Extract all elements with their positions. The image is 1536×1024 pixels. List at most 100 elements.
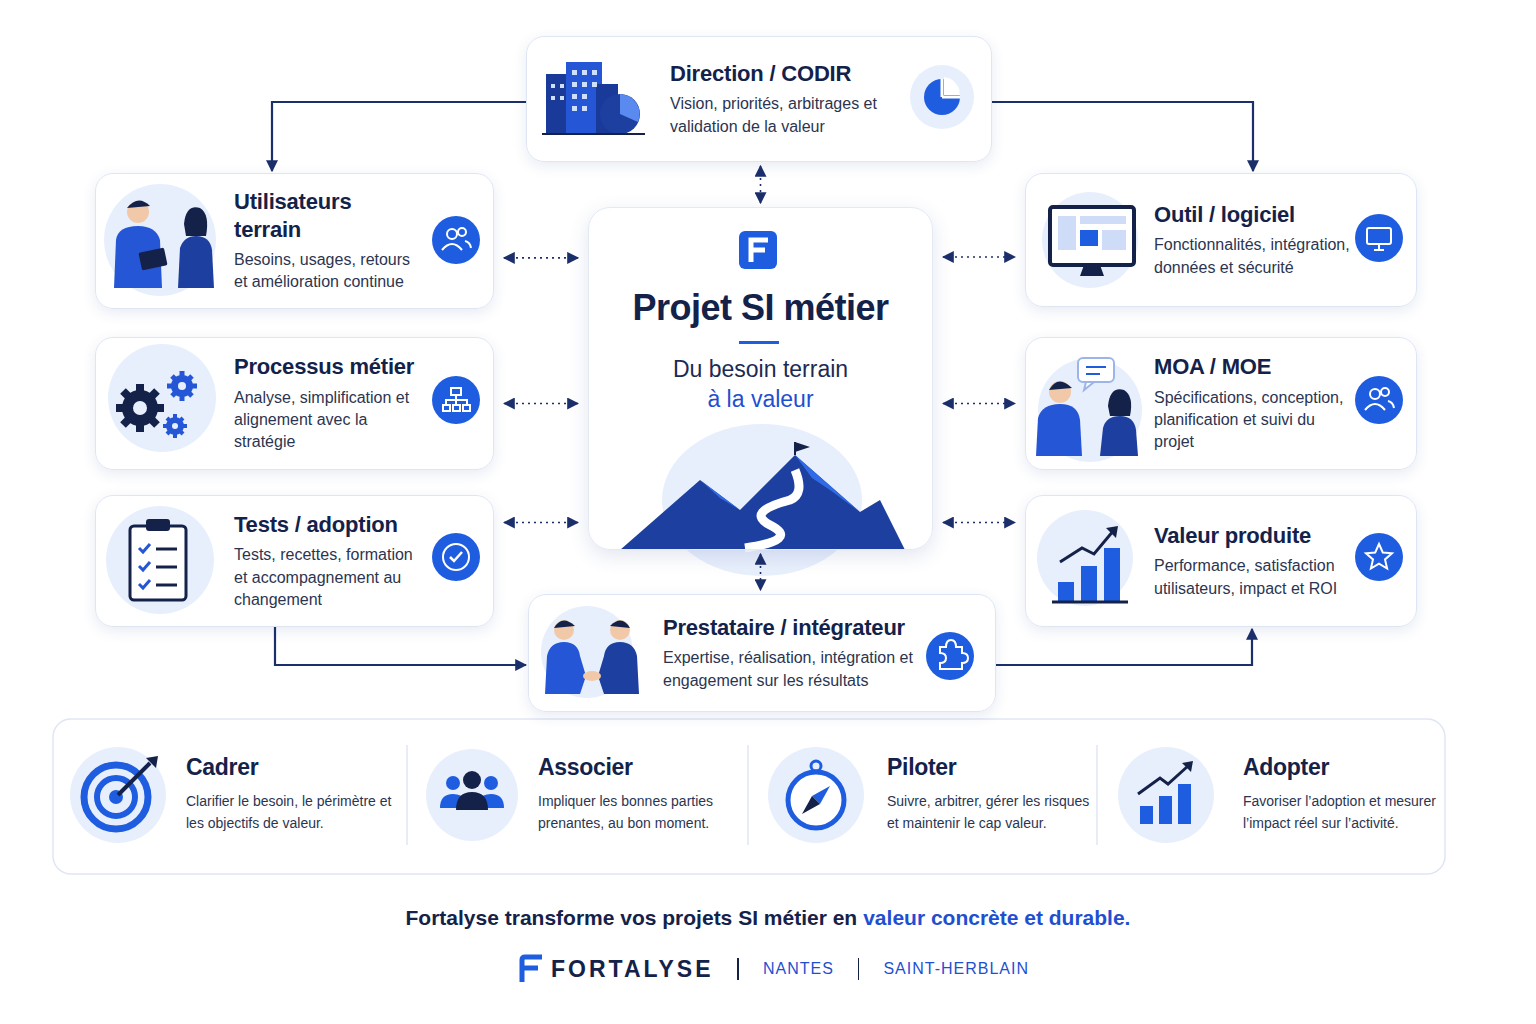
check-badge [432,533,480,581]
node-heading: MOA / MOE [1154,353,1350,381]
node-body: Favoriser l’adoption et mesurer l’impact… [1243,791,1439,834]
node-heading: Piloter [887,754,1093,781]
node-body: Du besoin terrain [673,355,848,385]
handshake-illustration [583,671,601,681]
city-name: SAINT-HERBLAIN [883,960,1029,978]
users-badge [442,244,462,250]
gears-illustration [167,371,197,401]
growth-icon [1159,796,1172,824]
checklist-illustration [130,526,186,600]
growth-chart-illustration [1037,510,1133,606]
growth-chart-illustration [1052,601,1128,604]
growth-chart-illustration [1081,566,1097,602]
monitor-badge [1355,214,1403,262]
handshake-illustration [554,620,574,640]
separator [858,958,860,980]
star-badge [1355,533,1403,581]
org-badge [453,405,460,411]
project-core: Projet SI métierDu besoin terrainà la va… [588,207,933,550]
gears-illustration [108,344,216,452]
band-divider [1096,745,1098,845]
users-illustration [178,236,214,288]
moa-moe-box: MOA / MOESpécifications, conception, pla… [1025,337,1417,470]
users-box: Utilisateurs terrainBesoins, usages, ret… [95,173,494,309]
team-badge [1388,401,1394,408]
gears-illustration [123,391,157,425]
check-badge [432,533,480,581]
building-icon [572,106,577,111]
team-badge [1365,404,1385,410]
band-divider [747,745,749,845]
handshake-illustration [610,620,630,640]
step-item: AdopterFavoriser l’adoption et mesurer l… [1243,754,1439,844]
meeting-illustration [1086,367,1106,374]
building-icon [542,62,645,134]
step-item: PiloterSuivre, arbitrer, gérer les risqu… [887,754,1093,844]
flow-arrow [272,102,526,171]
dotted-link [943,522,1015,524]
target-icon [70,747,166,843]
check-badge [443,544,469,570]
checklist-illustration [106,506,214,614]
team-icon [463,771,481,789]
building-icon [542,133,645,135]
growth-icon [1118,747,1214,843]
node-body: Impliquer les bonnes parties prenantes, … [538,791,744,834]
building-icon [572,94,577,99]
node-body: Expertise, réalisation, intégration et e… [663,647,915,692]
users-illustration [104,184,216,296]
node-body: Besoins, usages, retours et amélioration… [234,249,417,294]
dotted-link [504,403,578,405]
team-icon [446,776,460,790]
process-box: Processus métierAnalyse, simplification … [95,337,494,470]
puzzle-badge [940,640,968,669]
brand-row: FORTALYSENANTESSAINT-HERBLAIN [0,954,1536,984]
node-heading: Processus métier [234,353,417,381]
star-badge [1366,544,1392,569]
check-badge [450,552,462,561]
puzzle-badge [926,632,974,680]
meeting-illustration [1036,358,1142,462]
users-badge [447,229,457,239]
checklist-illustration [156,548,177,551]
node-body: Vision, priorités, arbitrages et validat… [670,93,903,138]
puzzle-badge [926,632,974,680]
steps-band [53,719,1445,874]
users-illustration [127,200,150,208]
mountain-illustration [620,424,905,576]
fortalyse-logo [739,231,777,269]
brand-logo [516,954,546,984]
brand-logo [522,957,542,982]
building-icon [560,84,564,88]
team-icon [426,749,518,841]
growth-icon [1140,806,1153,824]
building-icon [551,70,597,111]
checklist-illustration [106,506,214,614]
building-icon [551,84,555,88]
checklist-illustration [146,519,170,531]
users-badge [432,216,480,264]
growth-icon [1138,766,1188,794]
monitor-illustration [1080,230,1098,246]
flow-arrow [996,629,1252,665]
node-heading: Tests / adoption [234,511,417,539]
checklist-illustration [139,562,150,570]
monitor-illustration [1080,216,1126,224]
gears-illustration [167,371,197,401]
meeting-illustration [1084,382,1094,390]
users-badge [432,216,480,264]
pie-badge [910,65,974,129]
org-badge [451,388,461,395]
growth-icon [1178,784,1191,824]
growth-chart-illustration [1104,548,1120,602]
node-heading: Direction / CODIR [670,60,903,88]
building-icon [582,70,587,75]
gears-illustration [163,424,187,428]
monitor-illustration [1042,192,1138,288]
handshake-illustration [545,642,586,694]
team-badge [1381,388,1389,396]
monitor-illustration [1042,192,1138,288]
caption-highlight: valeur concrète et durable. [863,906,1130,930]
